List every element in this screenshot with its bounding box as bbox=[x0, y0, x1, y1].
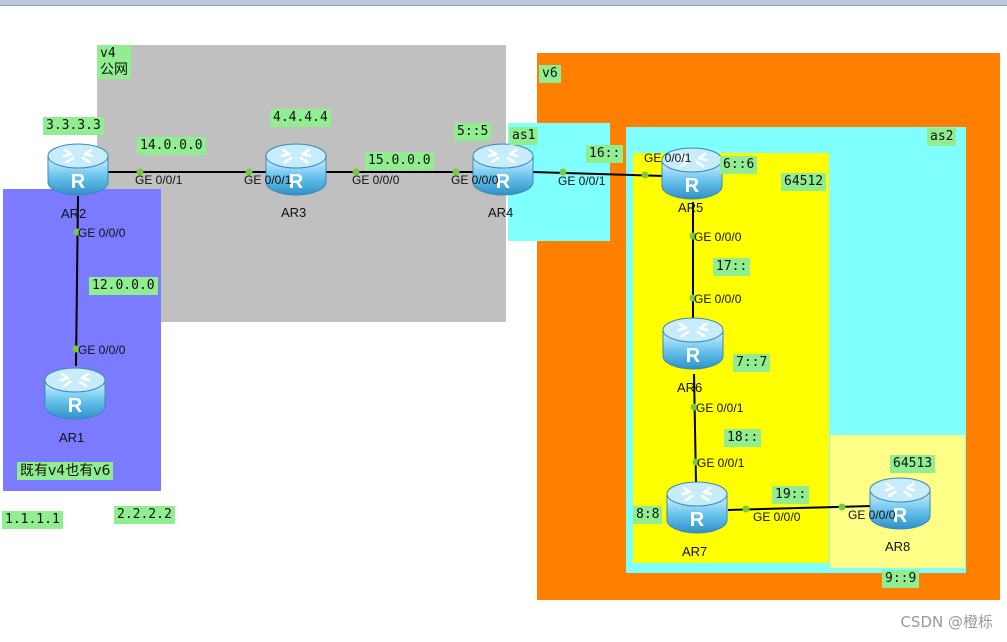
ar3-interface-ge001: GE 0/0/1 bbox=[244, 173, 292, 187]
router-ar2-name: AR2 bbox=[61, 206, 87, 221]
network-ar6-ar7: 18:: bbox=[724, 429, 762, 447]
port-dot bbox=[838, 503, 846, 511]
as1-zone-label: as1 bbox=[509, 127, 539, 145]
svg-text:R: R bbox=[893, 505, 908, 527]
ar4-v6-address: 5::5 bbox=[454, 123, 492, 141]
ar6-interface-ge000: GE 0/0/0 bbox=[694, 292, 742, 306]
as2-zone-label: as2 bbox=[927, 128, 957, 146]
ar1-v4-address-2: 2.2.2.2 bbox=[114, 506, 175, 524]
v4-zone-label: v4 公网 bbox=[97, 45, 131, 79]
ar7-interface-ge000: GE 0/0/0 bbox=[753, 510, 801, 524]
router-ar6-icon[interactable]: R bbox=[662, 316, 724, 372]
network-ar5-ar6: 17:: bbox=[713, 258, 751, 276]
router-ar8-icon[interactable]: R bbox=[869, 476, 931, 532]
network-ar2-ar3: 14.0.0.0 bbox=[137, 137, 206, 155]
ar8-interface-ge000: GE 0/0/0 bbox=[848, 508, 896, 522]
public-network-label: 公网 bbox=[100, 62, 128, 78]
port-dot bbox=[689, 294, 697, 302]
port-dot bbox=[690, 403, 698, 411]
port-dot bbox=[689, 232, 697, 240]
network-ar7-ar8: 19:: bbox=[772, 486, 810, 504]
network-ar1-ar2: 12.0.0.0 bbox=[89, 277, 158, 295]
ar1-interface-ge000: GE 0/0/0 bbox=[78, 343, 126, 357]
ar1-v4-address: 1.1.1.1 bbox=[2, 511, 63, 529]
watermark: CSDN @橙栎 bbox=[900, 613, 993, 631]
router-ar7-name: AR7 bbox=[682, 544, 708, 559]
router-ar3-name: AR3 bbox=[281, 205, 307, 220]
ar3-interface-ge000: GE 0/0/0 bbox=[352, 173, 400, 187]
ar2-interface-ge000: GE 0/0/0 bbox=[78, 226, 126, 240]
ar8-v6-address: 9::9 bbox=[882, 570, 920, 588]
port-dot bbox=[559, 168, 567, 176]
router-ar6-name: AR6 bbox=[677, 380, 703, 395]
router-ar2-icon[interactable]: R bbox=[47, 142, 109, 198]
port-dot bbox=[136, 168, 144, 176]
port-dot bbox=[692, 458, 700, 466]
svg-text:R: R bbox=[289, 171, 304, 193]
ar2-interface-ge001: GE 0/0/1 bbox=[135, 173, 183, 187]
svg-text:R: R bbox=[71, 171, 86, 193]
port-dot bbox=[73, 228, 81, 236]
router-ar5-name: AR5 bbox=[678, 200, 704, 215]
port-dot bbox=[245, 168, 253, 176]
router-ar1-name: AR1 bbox=[59, 430, 85, 445]
port-dot bbox=[452, 168, 460, 176]
router-ar4-icon[interactable]: R bbox=[472, 142, 534, 198]
v6-zone-label: v6 bbox=[539, 65, 561, 83]
ar6-v6-address: 7::7 bbox=[733, 354, 771, 372]
port-dot bbox=[72, 345, 80, 353]
ar4-interface-ge000: GE 0/0/0 bbox=[451, 173, 499, 187]
router-ar7-icon[interactable]: R bbox=[666, 480, 728, 536]
ar5-interface-ge001: GE 0/0/1 bbox=[644, 151, 692, 165]
port-dot bbox=[352, 168, 360, 176]
svg-text:R: R bbox=[690, 509, 705, 531]
as-64513-label: 64513 bbox=[890, 455, 936, 473]
router-ar4-name: AR4 bbox=[488, 205, 514, 220]
ar6-interface-ge001: GE 0/0/1 bbox=[696, 401, 744, 415]
ar4-interface-ge001: GE 0/0/1 bbox=[558, 174, 606, 188]
dual-stack-zone bbox=[3, 189, 161, 491]
svg-text:R: R bbox=[496, 171, 511, 193]
port-dot bbox=[641, 171, 649, 179]
link-ar2-ar1[interactable] bbox=[75, 195, 79, 367]
window-top-border bbox=[0, 0, 1007, 6]
router-ar3-icon[interactable]: R bbox=[265, 142, 327, 198]
ar7-interface-ge001: GE 0/0/1 bbox=[697, 456, 745, 470]
ar3-loopback-address: 4.4.4.4 bbox=[270, 109, 331, 127]
as-64512-label: 64512 bbox=[781, 173, 827, 191]
ar7-v6-address: 8:8 bbox=[633, 506, 663, 524]
port-dot bbox=[742, 505, 750, 513]
router-ar8-name: AR8 bbox=[885, 539, 911, 554]
ar5-v6-address: 6::6 bbox=[720, 156, 758, 174]
dual-stack-label: 既有v4也有v6 bbox=[17, 462, 114, 480]
ar5-interface-ge000: GE 0/0/0 bbox=[694, 230, 742, 244]
router-ar1-icon[interactable]: R bbox=[44, 366, 106, 422]
network-ar4-ar5: 16:: bbox=[586, 145, 624, 163]
ar2-loopback-address: 3.3.3.3 bbox=[43, 117, 104, 135]
network-ar3-ar4: 15.0.0.0 bbox=[365, 152, 434, 170]
svg-text:R: R bbox=[68, 395, 83, 417]
router-ar5-icon[interactable]: R bbox=[661, 146, 723, 202]
svg-text:R: R bbox=[685, 175, 700, 197]
v4-label: v4 bbox=[100, 46, 116, 61]
link-ar7-ar8[interactable] bbox=[727, 505, 873, 511]
svg-text:R: R bbox=[686, 345, 701, 367]
